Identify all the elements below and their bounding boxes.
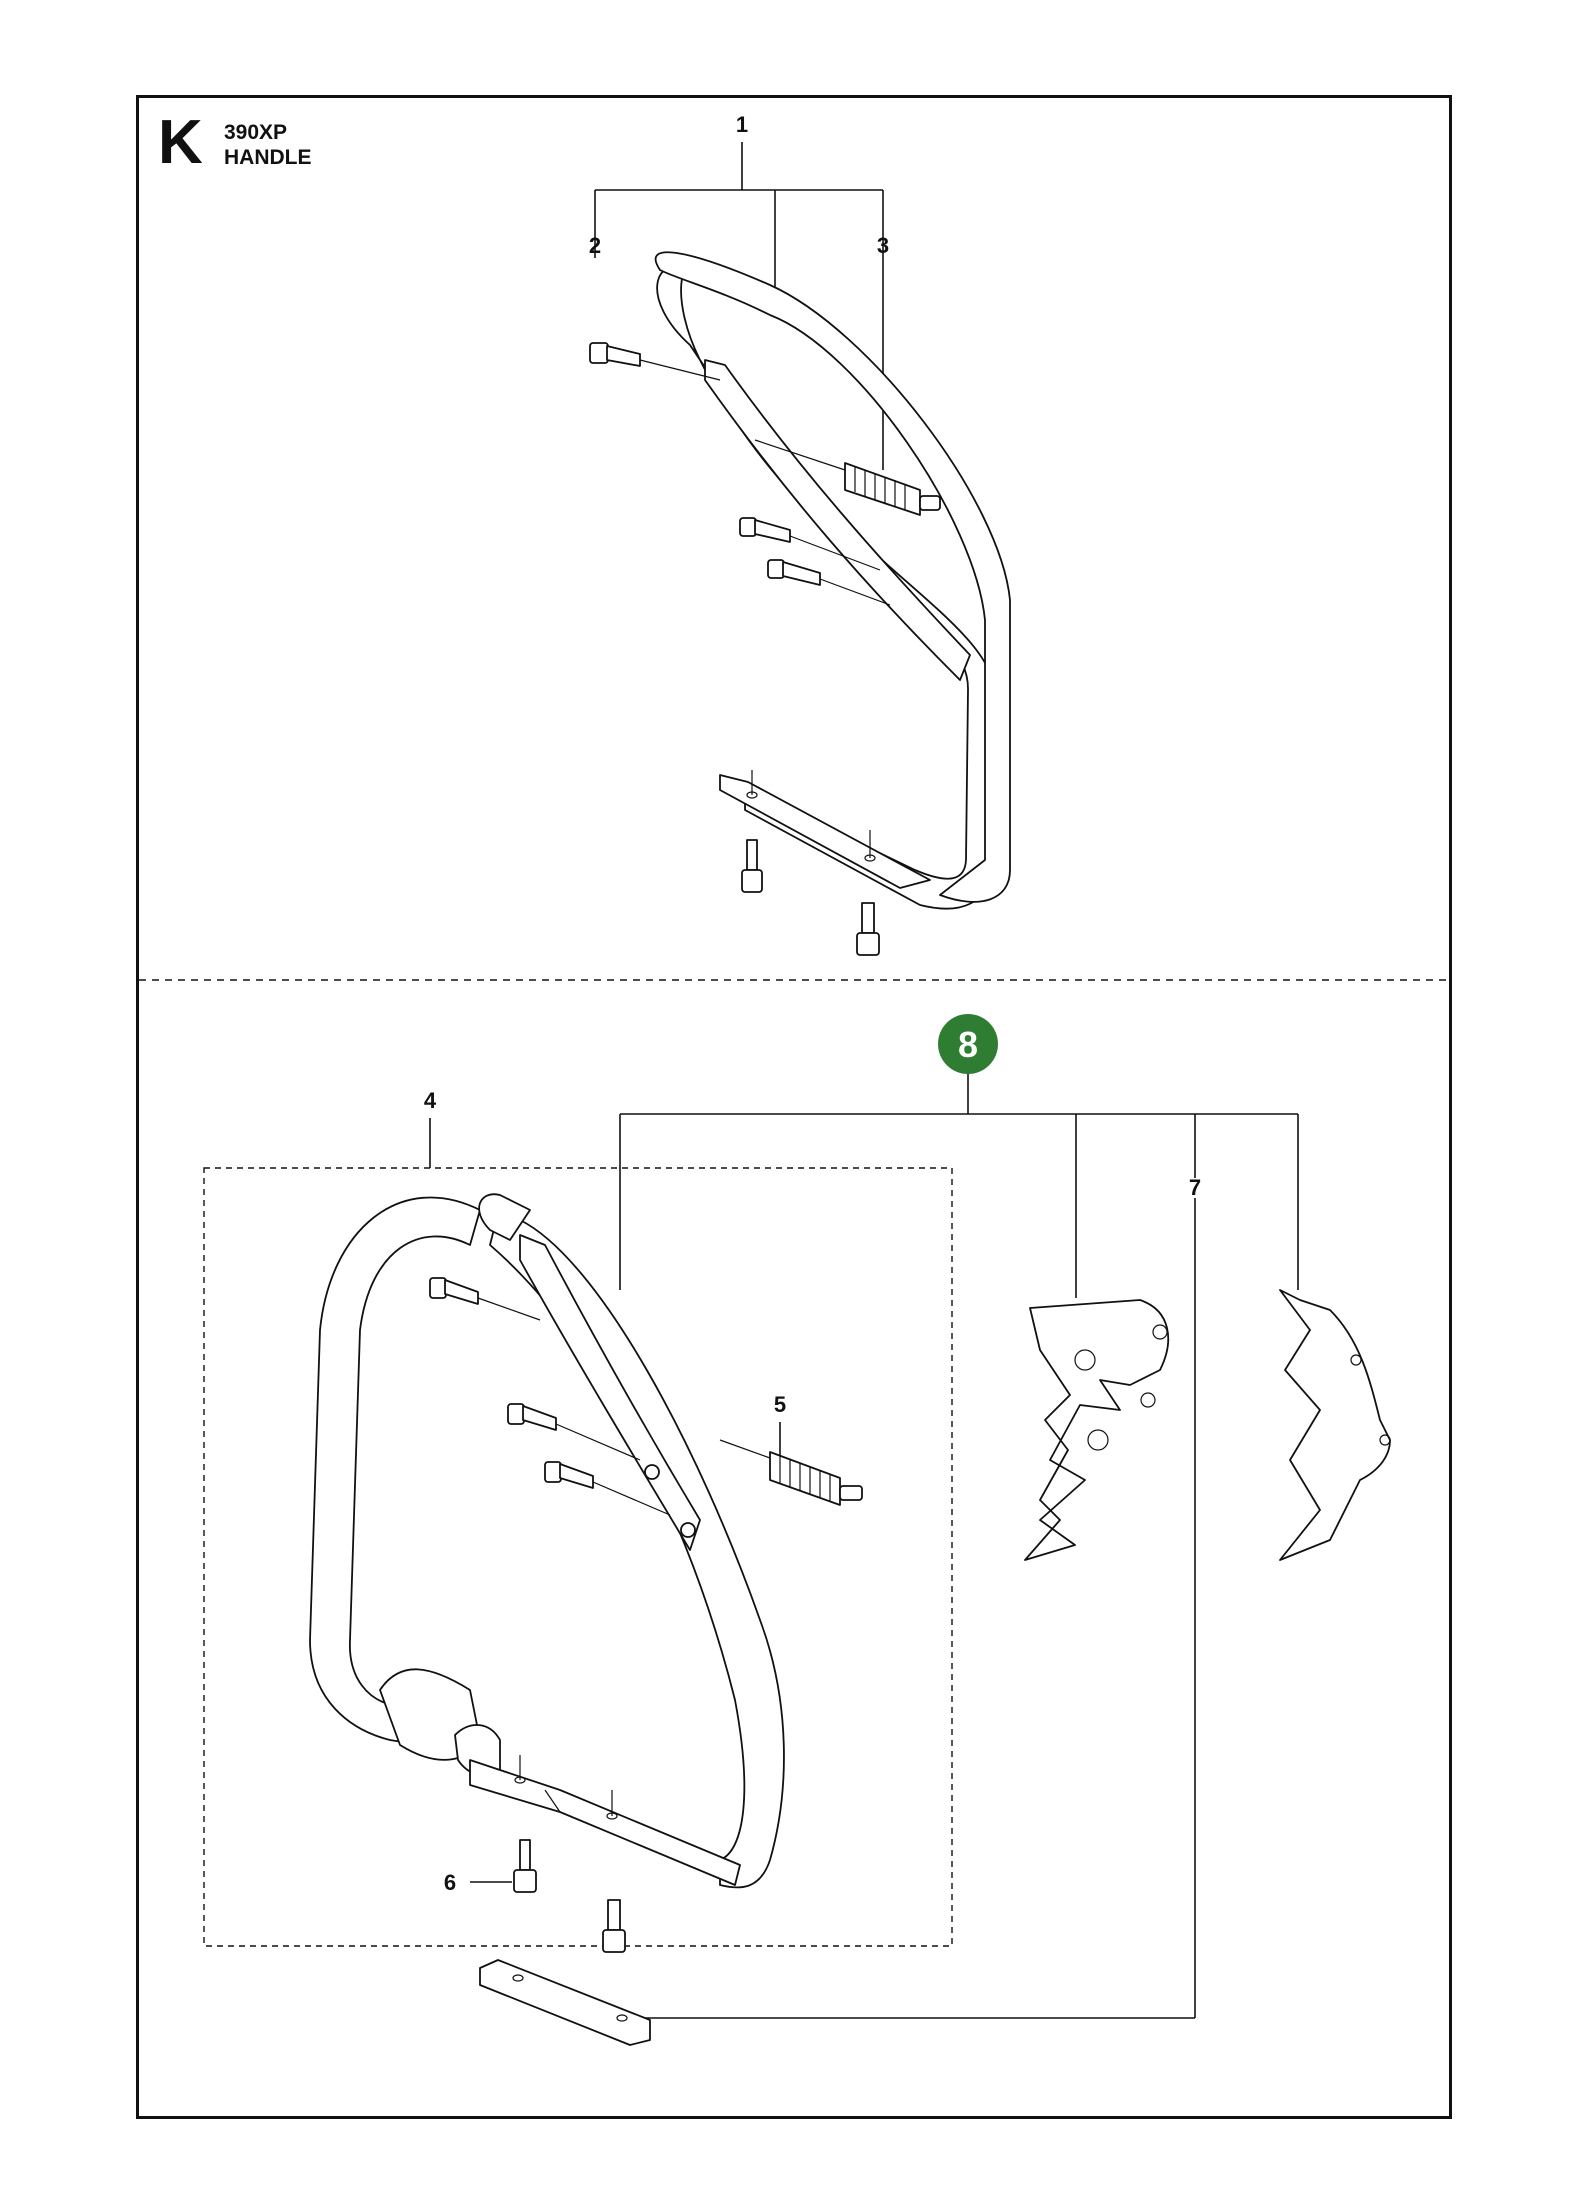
model-number: 390XP	[224, 121, 288, 144]
spring-5-icon	[719, 1422, 863, 1506]
callout-1: 1	[736, 112, 748, 137]
lower-handle-assembly: 8	[203, 1014, 1391, 2046]
full-handle-bar	[309, 1196, 481, 1746]
section-letter: K	[158, 108, 203, 177]
strap-screws-icon	[739, 517, 891, 606]
bumper-spike-left	[1024, 1299, 1169, 1561]
spring-3-icon	[754, 439, 941, 516]
strap-screws-lower-icon	[429, 1277, 671, 1516]
screw-2-icon	[589, 342, 721, 381]
callout-6: 6	[444, 1870, 456, 1895]
callout-7: 7	[1189, 1175, 1201, 1200]
plate-7-icon	[479, 1959, 651, 2046]
callout-4: 4	[424, 1088, 437, 1113]
screw-6-icon	[470, 1839, 626, 1953]
callout-3: 3	[877, 233, 889, 258]
kit-8-badge	[938, 1014, 998, 1074]
inner-strap	[704, 359, 971, 681]
bottom-plate-icon	[719, 770, 931, 889]
bottom-screws-icon	[741, 839, 880, 956]
callout-5: 5	[774, 1392, 786, 1417]
page-title: HANDLE	[224, 146, 312, 169]
callout-8: 8	[958, 1024, 978, 1065]
handle-kit-box	[203, 1167, 953, 1947]
page-frame	[136, 95, 1452, 2119]
callout-2: 2	[589, 233, 601, 258]
bumper-spike-right	[1279, 1289, 1391, 1561]
upper-handle-assembly: 1 2 3	[589, 112, 1011, 956]
